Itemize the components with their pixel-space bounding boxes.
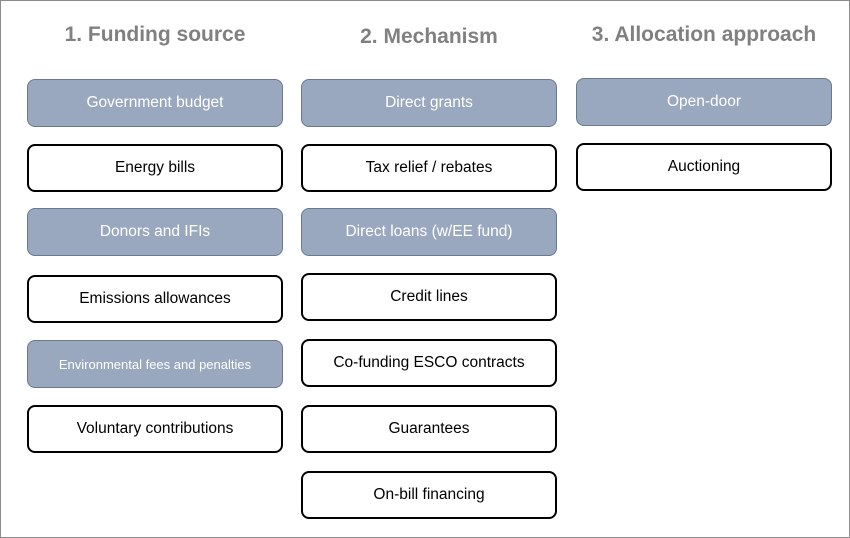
box-tax-relief-rebates: Tax relief / rebates [301, 144, 557, 192]
column-header-allocation-approach: 3. Allocation approach [591, 23, 817, 46]
box-guarantees: Guarantees [301, 405, 557, 453]
box-auctioning: Auctioning [576, 143, 832, 191]
box-voluntary-contributions: Voluntary contributions [27, 405, 283, 453]
column-header-mechanism: 2. Mechanism [360, 25, 498, 48]
box-emissions-allowances: Emissions allowances [27, 275, 283, 323]
box-government-budget: Government budget [27, 79, 283, 127]
box-co-funding-esco: Co-funding ESCO contracts [301, 339, 557, 387]
box-on-bill-financing: On-bill financing [301, 471, 557, 519]
box-environmental-fees: Environmental fees and penalties [27, 340, 283, 388]
box-direct-grants: Direct grants [301, 79, 557, 127]
box-donors-and-ifis: Donors and IFIs [27, 208, 283, 256]
column-header-funding-source: 1. Funding source [64, 23, 246, 46]
box-open-door: Open-door [576, 78, 832, 126]
box-credit-lines: Credit lines [301, 273, 557, 321]
box-energy-bills: Energy bills [27, 144, 283, 192]
box-direct-loans: Direct loans (w/EE fund) [301, 208, 557, 256]
